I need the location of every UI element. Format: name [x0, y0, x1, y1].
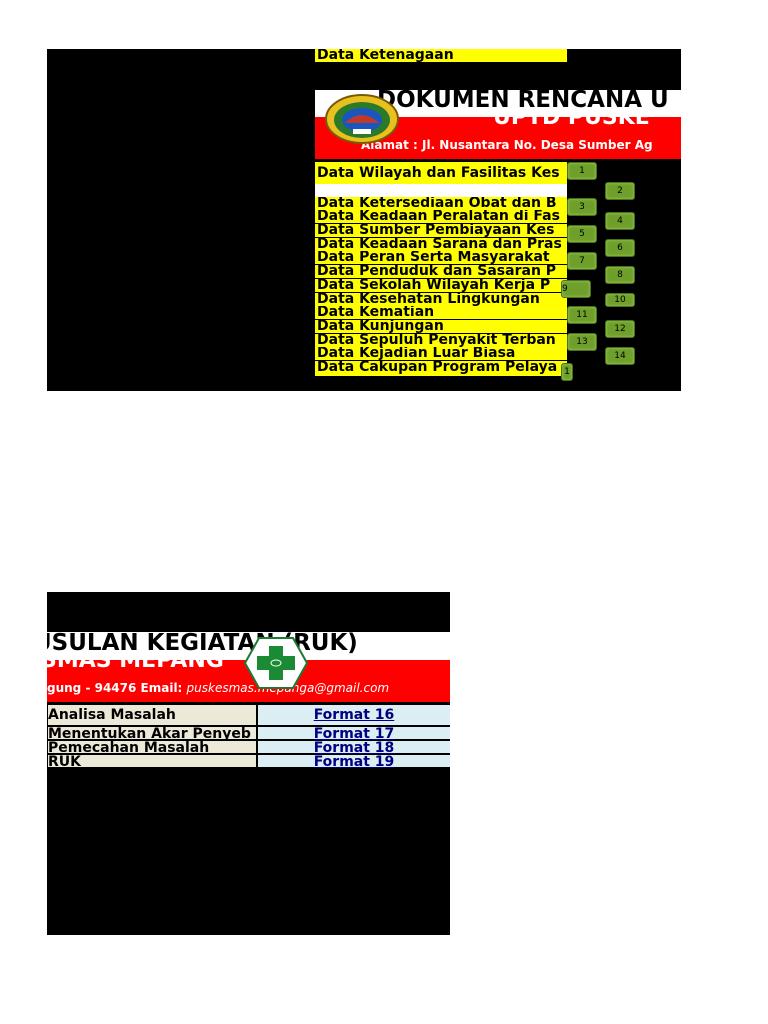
- nav-button-11[interactable]: 11: [567, 306, 597, 324]
- nav-button-8[interactable]: 8: [605, 266, 635, 284]
- format-18-link[interactable]: Format 18: [257, 740, 450, 755]
- table-row: RUK Format 19: [47, 754, 450, 769]
- puskesmas-title: SMAS MEPANG: [47, 648, 224, 673]
- contact-text: gung - 94476 Email: puskesmas.mepanga@gm…: [47, 681, 389, 695]
- list-item[interactable]: Data Sumber Pembiayaan Kes: [315, 224, 567, 237]
- list-item[interactable]: Data Kesehatan Lingkungan: [315, 293, 567, 306]
- nav-button-4[interactable]: 4: [605, 212, 635, 230]
- nav-button-15[interactable]: 1: [561, 363, 573, 381]
- row-label: Pemecahan Masalah: [47, 740, 257, 754]
- doc-title: USULAN KEGIATAN (RUK): [47, 630, 358, 656]
- item-wilayah-fasilitas[interactable]: Data Wilayah dan Fasilitas Kes: [315, 162, 567, 184]
- bottom-spreadsheet-panel: USULAN KEGIATAN (RUK) SMAS MEPANG gung -…: [47, 592, 450, 935]
- format-17-link[interactable]: Format 17: [257, 726, 450, 741]
- health-cross-icon: [243, 637, 309, 689]
- table-row: Analisa Masalah Format 16: [47, 704, 450, 726]
- header-row-ketenagaan[interactable]: Data Ketenagaan: [315, 49, 567, 62]
- list-item[interactable]: Data Kunjungan: [315, 320, 567, 333]
- nav-button-13[interactable]: 13: [567, 333, 597, 351]
- puskesmas-title: UPTD PUSKE: [493, 105, 650, 130]
- nav-button-1[interactable]: 1: [567, 162, 597, 180]
- list-item[interactable]: Data Keadaan Sarana dan Pras: [315, 238, 567, 251]
- doc-title: DOKUMEN RENCANA U: [377, 87, 669, 113]
- list-item[interactable]: Data Kematian: [315, 306, 567, 319]
- nav-button-7[interactable]: 7: [567, 252, 597, 270]
- nav-button-10[interactable]: 10: [605, 293, 635, 307]
- nav-button-12[interactable]: 12: [605, 320, 635, 338]
- red-band-extension: [677, 117, 681, 159]
- row-label: Analisa Masalah: [47, 704, 257, 726]
- list-item[interactable]: Data Penduduk dan Sasaran P: [315, 265, 567, 278]
- nav-button-9[interactable]: 9: [561, 280, 591, 298]
- list-item[interactable]: Data Peran Serta Masyarakat: [315, 251, 567, 264]
- contact-prefix: gung - 94476 Email:: [47, 681, 183, 695]
- list-item[interactable]: Data Keadaan Peralatan di Fas: [315, 210, 567, 223]
- nav-button-5[interactable]: 5: [567, 225, 597, 243]
- list-item[interactable]: Data Ketersediaan Obat dan B: [315, 197, 567, 210]
- row-label: Menentukan Akar Penyeb: [47, 726, 257, 740]
- format-16-link[interactable]: Format 16: [257, 704, 450, 726]
- nav-button-3[interactable]: 3: [567, 198, 597, 216]
- list-item[interactable]: Data Cakupan Program Pelaya: [315, 361, 567, 376]
- nav-button-6[interactable]: 6: [605, 239, 635, 257]
- table-row: Pemecahan Masalah Format 18: [47, 740, 450, 755]
- list-item[interactable]: Data Sekolah Wilayah Kerja P: [315, 279, 567, 292]
- nav-button-2[interactable]: 2: [605, 182, 635, 200]
- regional-emblem-icon: [325, 94, 399, 144]
- format-19-link[interactable]: Format 19: [257, 754, 450, 769]
- nav-button-14[interactable]: 14: [605, 347, 635, 365]
- address-text: Alamat : Jl. Nusantara No. Desa Sumber A…: [361, 138, 653, 152]
- list-item[interactable]: Data Sepuluh Penyakit Terban: [315, 334, 567, 347]
- top-spreadsheet-panel: Data Ketenagaan DOKUMEN RENCANA U UPTD P…: [47, 49, 681, 391]
- list-item[interactable]: Data Kejadian Luar Biasa: [315, 347, 567, 360]
- table-row: Menentukan Akar Penyeb Format 17: [47, 726, 450, 741]
- spacer-row: [315, 184, 567, 197]
- row-label: RUK: [47, 754, 257, 768]
